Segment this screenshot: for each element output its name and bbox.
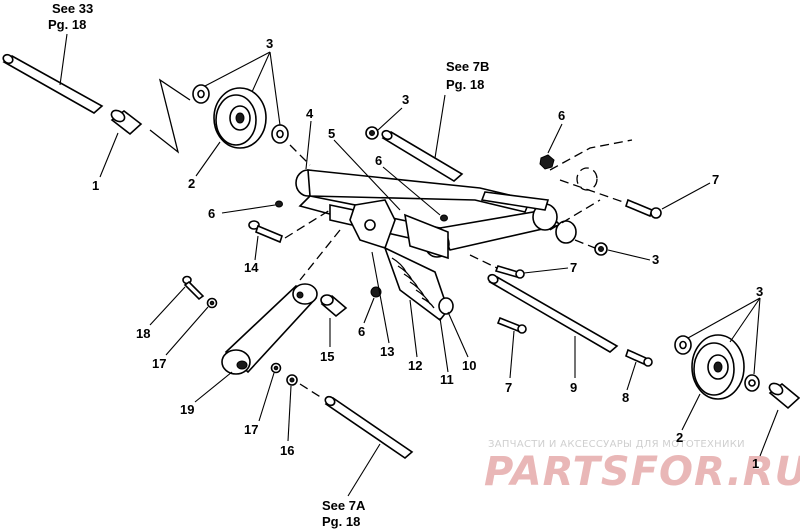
right-washer — [594, 242, 608, 256]
lower-link-19 — [221, 283, 318, 375]
callout-19: 19 — [180, 402, 194, 417]
callout-14: 14 — [244, 260, 259, 275]
watermark-top-text: ЗАПЧАСТИ И АКСЕССУАРЫ ДЛЯ МОТОТЕХНИКИ — [488, 439, 745, 450]
callout-15: 15 — [320, 349, 334, 364]
callout-13: 13 — [380, 344, 394, 359]
upper-right-nut — [539, 154, 555, 170]
spring-bushing — [438, 297, 454, 315]
callout-7: 7 — [505, 380, 512, 395]
callout-3: 3 — [266, 36, 273, 51]
nut-16 — [286, 374, 298, 386]
callout-3: 3 — [756, 284, 763, 299]
upper-right-washer — [365, 126, 379, 140]
ref-see-33: See 33 — [52, 1, 93, 16]
callout-5: 5 — [328, 126, 335, 141]
lower-right-washer-1 — [674, 335, 692, 355]
ref-see-7a-page: Pg. 18 — [322, 514, 360, 529]
upper-left-idler-wheel — [213, 87, 267, 149]
upper-right-shaft — [381, 129, 464, 182]
bolt-7-lower — [496, 316, 527, 334]
callout-6: 6 — [208, 206, 215, 221]
ref-see-7a: See 7A — [322, 498, 366, 513]
callout-6: 6 — [558, 108, 565, 123]
bolt-7-middle — [494, 265, 525, 279]
callout-3: 3 — [652, 252, 659, 267]
upper-left-washer — [192, 84, 210, 104]
ref-see-7b-page: Pg. 18 — [446, 77, 484, 92]
upper-left-bushing — [110, 109, 143, 136]
callout-17: 17 — [244, 422, 258, 437]
callout-1: 1 — [752, 456, 759, 471]
lower-left-shaft — [324, 395, 414, 460]
callout-10: 10 — [462, 358, 476, 373]
callout-1: 1 — [92, 178, 99, 193]
callout-16: 16 — [280, 443, 294, 458]
lower-right-bushing — [768, 382, 800, 410]
arm-plate — [349, 199, 450, 260]
callout-12: 12 — [408, 358, 422, 373]
bolt-8 — [625, 348, 653, 367]
callout-17: 17 — [152, 356, 166, 371]
callout-6: 6 — [358, 324, 365, 339]
callout-11: 11 — [440, 372, 454, 387]
ref-see-7b: See 7B — [446, 59, 489, 74]
lower-right-washer-2 — [744, 374, 760, 392]
bolt-7-upper — [625, 198, 662, 219]
callout-7: 7 — [570, 260, 577, 275]
callout-8: 8 — [622, 390, 629, 405]
callout-4: 4 — [306, 106, 314, 121]
callout-9: 9 — [570, 380, 577, 395]
small-nut-center — [440, 214, 448, 222]
callout-18: 18 — [136, 326, 150, 341]
upper-left-washer-2 — [271, 124, 289, 144]
callout-6: 6 — [375, 153, 382, 168]
callout-2: 2 — [188, 176, 195, 191]
watermark-logo: PARTSFOR.RU — [484, 449, 800, 495]
callout-7: 7 — [712, 172, 719, 187]
torsion-spring — [383, 246, 449, 322]
small-nut-left — [275, 200, 283, 208]
lower-right-idler-wheel — [691, 334, 745, 400]
long-shaft-9 — [487, 273, 619, 353]
upper-left-shaft — [2, 53, 104, 114]
callout-3: 3 — [402, 92, 409, 107]
bushing-15 — [320, 294, 348, 318]
bolt-14 — [248, 220, 283, 244]
washer-17-upper — [206, 297, 218, 309]
bolt-18 — [182, 275, 205, 301]
callout-2: 2 — [676, 430, 683, 445]
ref-see-33-page: Pg. 18 — [48, 17, 86, 32]
washer-17-lower — [270, 362, 282, 374]
